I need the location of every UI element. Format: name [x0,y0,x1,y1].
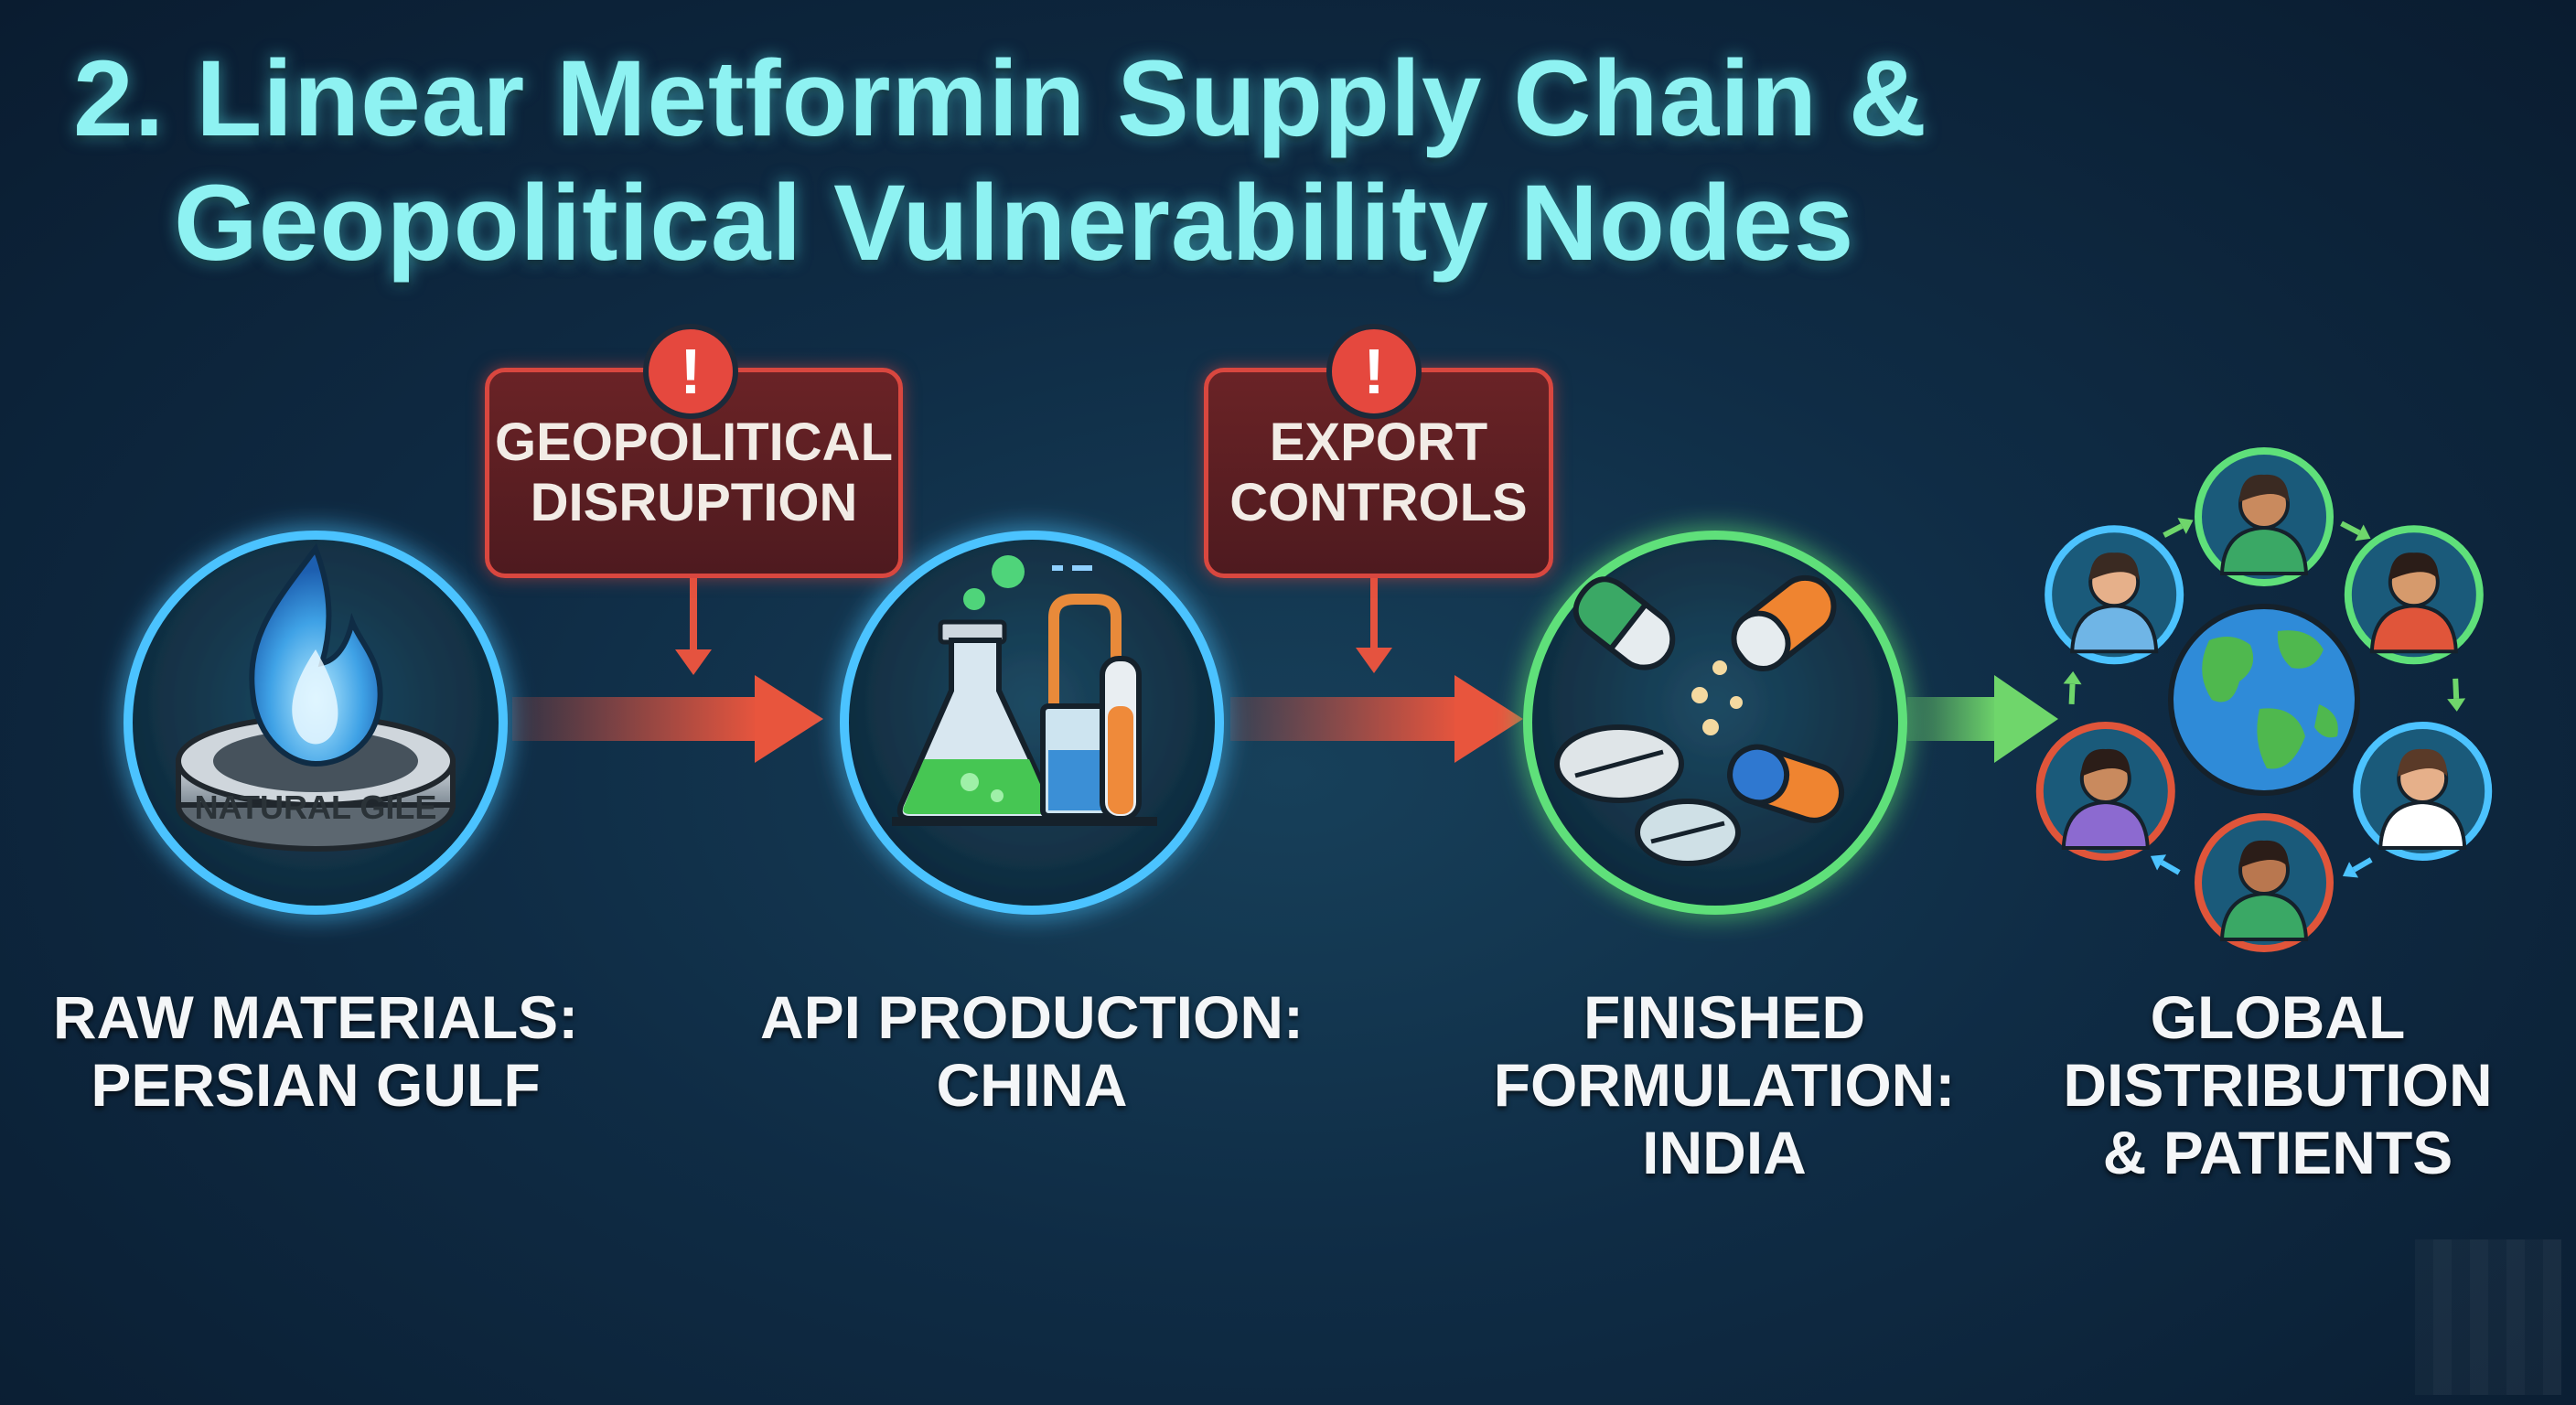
arrow-formulation-to-distribution [1907,675,2058,763]
label-line: FINISHED [1583,983,1866,1051]
cycle-arrow-icon [2063,670,2082,704]
raw-materials-node: NATURAL GILE [123,531,508,915]
label-line: RAW MATERIALS: [52,983,579,1051]
patient-avatar-icon [2195,447,2334,586]
label-line: CHINA [936,1051,1128,1119]
finished-formulation-node [1523,531,1907,915]
cycle-arrow-icon [2163,518,2194,538]
exclamation-icon: ! [1326,324,1422,419]
patient-avatar-icon [2195,813,2334,952]
patient-avatars [2035,447,2493,952]
arrow-raw-to-api [512,675,823,763]
globe-icon [2168,604,2360,796]
api-production-ring [840,531,1224,915]
alert-line: EXPORT [1269,413,1488,472]
title-line-1: 2. Linear Metformin Supply Chain & [73,38,1928,159]
patient-avatar-icon [2344,525,2484,665]
global-distribution-label: GLOBAL DISTRIBUTION & PATIENTS [2003,983,2552,1186]
alert-pointer-2 [1356,572,1392,673]
alert-line: DISRUPTION [530,473,858,532]
alert-pointer-1 [675,572,712,675]
distribution-cycle-arrows [2063,518,2466,878]
alert-line: CONTROLS [1229,473,1528,532]
title-line-2: Geopolitical Vulnerability Nodes [174,163,1855,284]
exclamation-icon: ! [643,324,738,419]
pills-icon [1554,574,1844,866]
global-distribution-node [2035,447,2493,952]
patient-avatar-icon [2035,722,2175,861]
label-line: & PATIENTS [2102,1119,2453,1186]
raw-materials-label: RAW MATERIALS: PERSIAN GULF [41,983,590,1119]
geopolitical-disruption-alert: GEOPOLITICAL DISRUPTION [485,368,903,578]
patient-avatar-icon [2353,722,2493,861]
label-line: DISTRIBUTION [2063,1051,2493,1119]
cycle-arrow-icon [2447,678,2466,712]
lab-flask-icon [892,555,1157,826]
label-line: GLOBAL [2150,983,2406,1051]
label-line: INDIA [1642,1119,1807,1186]
finished-formulation-label: FINISHED FORMULATION: INDIA [1450,983,1999,1186]
arrow-api-to-formulation [1230,675,1523,763]
label-line: PERSIAN GULF [91,1051,541,1119]
natural-gas-drum-label: NATURAL GILE [195,788,437,826]
api-production-node [840,531,1224,915]
cycle-arrow-icon [2150,854,2181,875]
alert-line: GEOPOLITICAL [495,413,893,472]
label-line: API PRODUCTION: [760,983,1304,1051]
patient-avatar-icon [2045,525,2184,665]
api-production-label: API PRODUCTION: CHINA [757,983,1306,1119]
cycle-arrow-icon [2342,857,2373,878]
gas-flame-icon: NATURAL GILE [176,542,456,852]
cycle-arrow-icon [2340,520,2371,542]
page-title: 2. Linear Metformin Supply Chain & Geopo… [73,37,1927,285]
label-line: FORMULATION: [1493,1051,1956,1119]
watermark [2415,1239,2561,1395]
